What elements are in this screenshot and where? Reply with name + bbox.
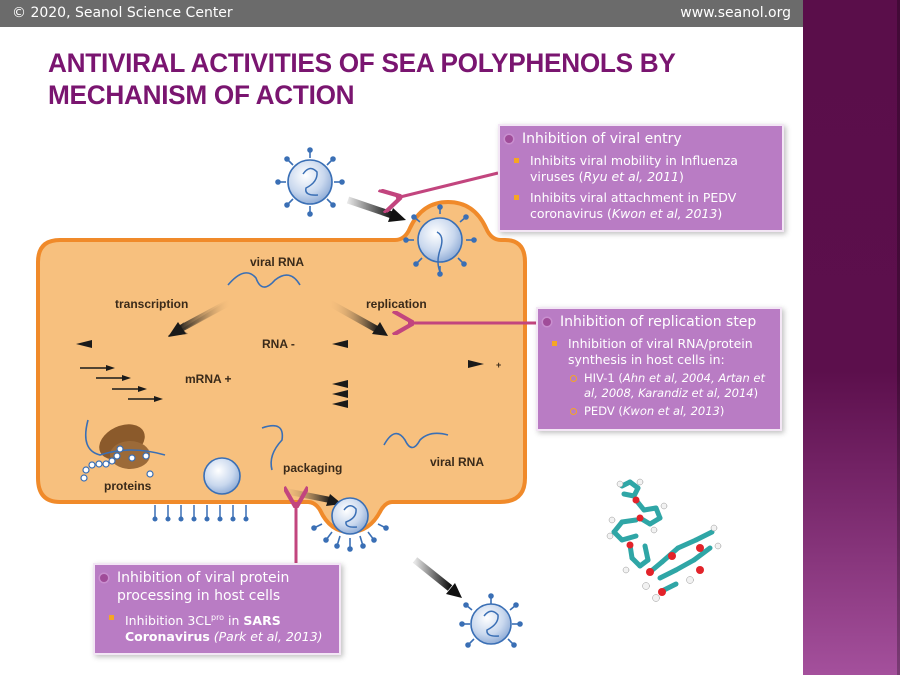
circle-bullet-icon (543, 318, 551, 326)
page-title: ANTIVIRAL ACTIVITIES OF SEA POLYPHENOLS … (48, 47, 746, 111)
circle-bullet-icon (505, 135, 513, 143)
release-arrow (446, 583, 462, 598)
callout-protein-processing: Inhibition of viral protein processing i… (93, 563, 341, 655)
viral-rna-strand (227, 272, 301, 288)
label-viral-rna-top: viral RNA (250, 255, 304, 269)
host-cell (36, 199, 527, 535)
label-rna-minus: RNA - (262, 337, 295, 351)
callout-replication: Inhibition of replication step Inhibitio… (536, 307, 782, 431)
entry-callout-arrow (396, 171, 499, 198)
viral-rna-strand-2 (383, 432, 449, 449)
ring-bullet-icon (570, 408, 577, 415)
title-line-1: ANTIVIRAL ACTIVITIES OF SEA POLYPHENOLS … (48, 48, 676, 78)
virus-budding (311, 497, 389, 552)
virus-released (459, 593, 523, 648)
polyphenol-molecule (606, 478, 722, 602)
ribosome-proteins (80, 419, 166, 482)
replication-strands (332, 340, 484, 408)
replication-arrow (372, 322, 388, 336)
copyright-text: © 2020, Seanol Science Center (12, 5, 233, 21)
callout-replication-subitem: HIV-1 (Ahn et al, 2004, Artan et al, 200… (538, 371, 774, 401)
callout-entry-heading: Inhibition of viral entry (500, 130, 776, 148)
virus-entering (403, 204, 477, 277)
mrna-arrows (80, 365, 163, 402)
header-bar: © 2020, Seanol Science Center www.seanol… (0, 0, 803, 27)
callout-protein-heading: Inhibition of viral protein processing i… (95, 569, 333, 605)
callout-replication-heading: Inhibition of replication step (538, 313, 774, 331)
decorative-sidebar (803, 0, 900, 675)
label-transcription: transcription (115, 297, 188, 311)
callout-replication-subitem: PEDV (Kwon et al, 2013) (538, 404, 774, 419)
title-line-2: MECHANISM OF ACTION (48, 80, 355, 110)
callout-entry-item: Inhibits viral mobility in Influenza vir… (500, 153, 776, 185)
label-viral-rna-bottom: viral RNA (430, 455, 484, 469)
square-bullet-icon (109, 615, 114, 620)
label-proteins: proteins (104, 479, 152, 493)
callout-entry-item: Inhibits viral attachment in PEDV corona… (500, 190, 776, 222)
callout-viral-entry: Inhibition of viral entry Inhibits viral… (498, 124, 784, 232)
loose-rna (261, 424, 284, 471)
label-mrna-plus: mRNA + (185, 372, 232, 386)
website-link[interactable]: www.seanol.org (680, 5, 791, 21)
empty-capsid (203, 457, 241, 495)
square-bullet-icon (552, 341, 557, 346)
circle-bullet-icon (100, 574, 108, 582)
ring-bullet-icon (570, 375, 577, 382)
virus-free-top (275, 147, 345, 217)
square-bullet-icon (514, 195, 519, 200)
label-packaging: packaging (283, 461, 342, 475)
square-bullet-icon (514, 158, 519, 163)
viral-lifecycle-diagram: viral RNA transcription replication RNA … (36, 147, 722, 648)
callout-replication-item: Inhibition of viral RNA/protein synthesi… (538, 336, 774, 368)
label-replication: replication (366, 297, 427, 311)
membrane-receptors (152, 505, 249, 522)
callout-protein-item: Inhibition 3CLpro in SARS Coronavirus (P… (95, 610, 333, 645)
entry-arrow (388, 208, 406, 222)
label-plus: + (496, 360, 501, 370)
